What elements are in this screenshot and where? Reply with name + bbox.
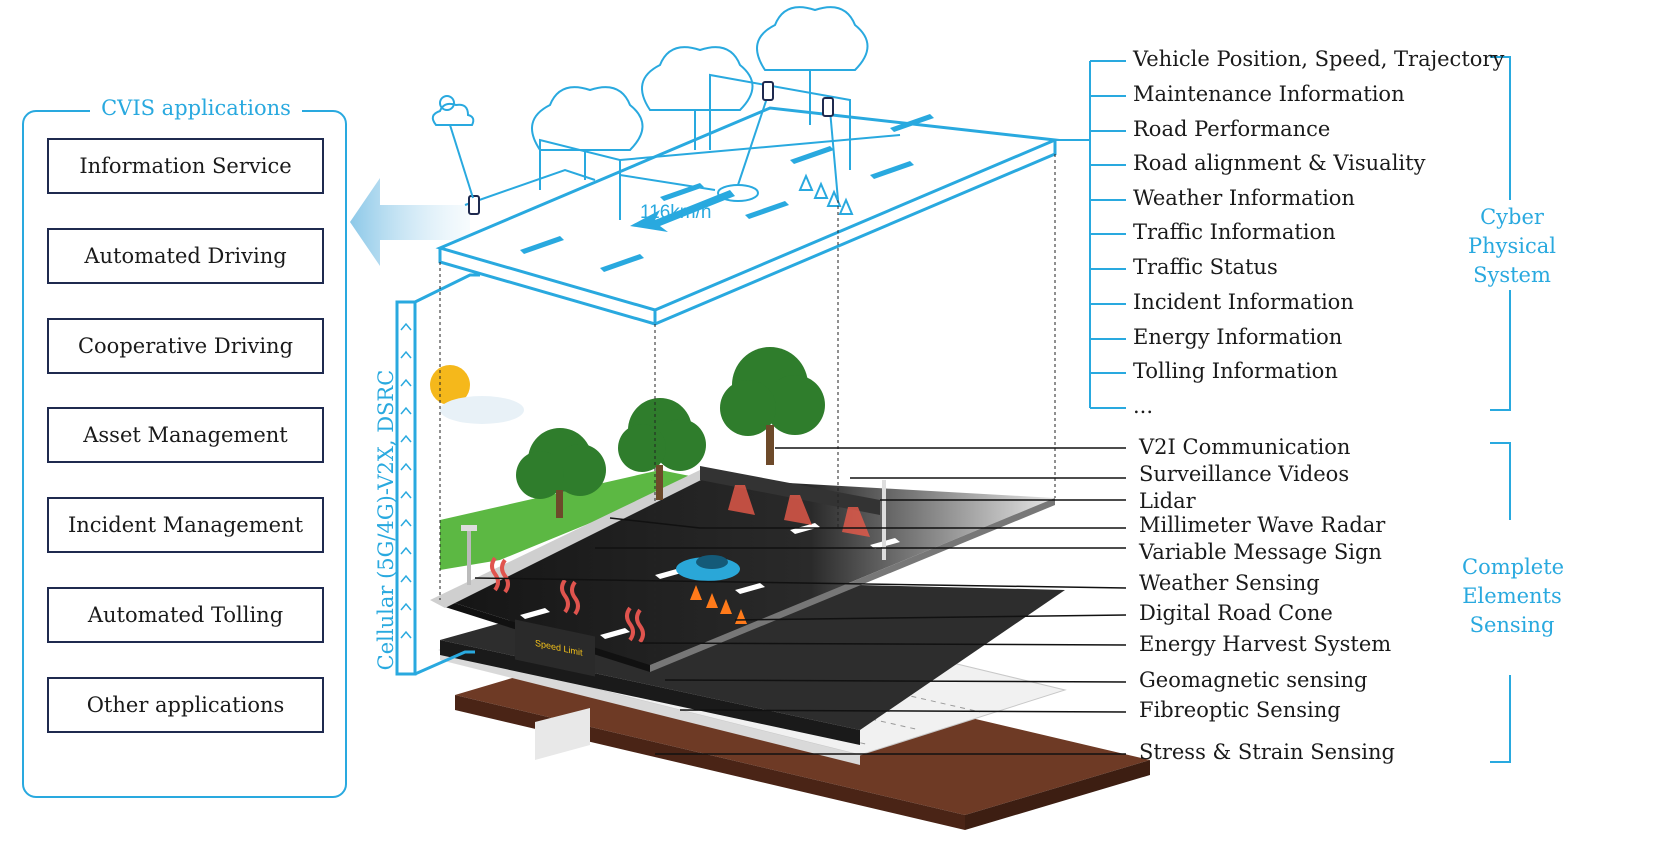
grass-area bbox=[440, 470, 700, 570]
cps-item: Road Performance bbox=[1133, 117, 1331, 141]
app-information-service[interactable]: Information Service bbox=[47, 138, 324, 194]
cps-item: Incident Information bbox=[1133, 290, 1354, 314]
sensing-label: Complete Elements Sensing bbox=[1462, 555, 1565, 637]
asphalt-road bbox=[445, 478, 1055, 665]
cps-item: Energy Information bbox=[1133, 325, 1343, 349]
cps-item: Tolling Information bbox=[1133, 359, 1338, 383]
sensing-item: Energy Harvest System bbox=[1139, 632, 1392, 656]
cvis-title: CVIS applications bbox=[90, 96, 302, 120]
speed-arrow bbox=[630, 190, 735, 232]
cps-label: Cyber Physical System bbox=[1467, 205, 1556, 287]
cps-item: ... bbox=[1133, 394, 1154, 418]
variable-message-sign bbox=[515, 619, 595, 677]
cellular-column bbox=[395, 300, 417, 676]
sensing-item: Variable Message Sign bbox=[1139, 540, 1382, 564]
cps-item: Road alignment & Visuality bbox=[1133, 151, 1426, 175]
cps-item: Weather Information bbox=[1133, 186, 1355, 210]
flow-arrow bbox=[350, 178, 470, 266]
app-asset-management[interactable]: Asset Management bbox=[47, 407, 324, 463]
app-cooperative-driving[interactable]: Cooperative Driving bbox=[47, 318, 324, 374]
communication-label: Cellular (5G/4G)-V2X, DSRC bbox=[374, 369, 398, 671]
cps-item: Maintenance Information bbox=[1133, 82, 1405, 106]
app-incident-management[interactable]: Incident Management bbox=[47, 497, 324, 553]
sensing-item: Fibreoptic Sensing bbox=[1139, 698, 1341, 722]
sensing-item: Millimeter Wave Radar bbox=[1139, 513, 1386, 537]
cps-item: Traffic Information bbox=[1133, 220, 1336, 244]
cyber-road bbox=[435, 106, 1061, 312]
speed-label: 116km/h bbox=[640, 202, 711, 223]
app-automated-driving[interactable]: Automated Driving bbox=[47, 228, 324, 284]
sensing-item: Geomagnetic sensing bbox=[1139, 668, 1368, 692]
sensing-item: Lidar bbox=[1139, 489, 1196, 513]
app-other-applications[interactable]: Other applications bbox=[47, 677, 324, 733]
app-automated-tolling[interactable]: Automated Tolling bbox=[47, 587, 324, 643]
cps-item: Vehicle Position, Speed, Trajectory bbox=[1133, 47, 1505, 71]
gantry-beam bbox=[700, 466, 880, 515]
sensing-item: Weather Sensing bbox=[1139, 571, 1320, 595]
cps-item: Traffic Status bbox=[1133, 255, 1278, 279]
sensing-item: Stress & Strain Sensing bbox=[1139, 740, 1395, 764]
weather-icon bbox=[431, 95, 475, 199]
sensing-item: Digital Road Cone bbox=[1139, 601, 1333, 625]
sensing-item: Surveillance Videos bbox=[1139, 462, 1350, 486]
sensing-item: V2I Communication bbox=[1139, 435, 1351, 459]
